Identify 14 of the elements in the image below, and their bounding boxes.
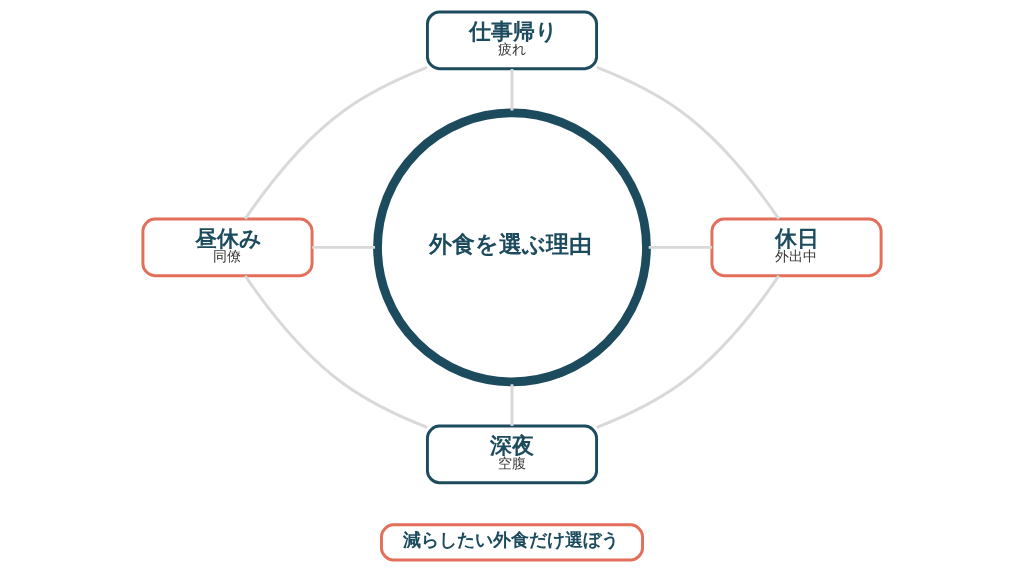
connector bbox=[596, 66, 780, 220]
connector bbox=[596, 275, 780, 429]
node-box: 減らしたい外食だけ選ぼう bbox=[380, 523, 644, 562]
connector bbox=[312, 245, 376, 249]
node-circle: 外食を選ぶ理由 bbox=[373, 108, 651, 387]
connector bbox=[648, 245, 712, 249]
node-box: 休日 外出中 bbox=[710, 217, 883, 278]
connector bbox=[510, 384, 514, 426]
connector bbox=[244, 66, 428, 220]
node-box: 深夜 空腹 bbox=[425, 424, 599, 485]
connector bbox=[244, 275, 428, 429]
connector bbox=[510, 68, 514, 111]
node-box: 昼休み 同僚 bbox=[141, 217, 314, 278]
node-box: 仕事帰り 疲れ bbox=[425, 10, 599, 71]
